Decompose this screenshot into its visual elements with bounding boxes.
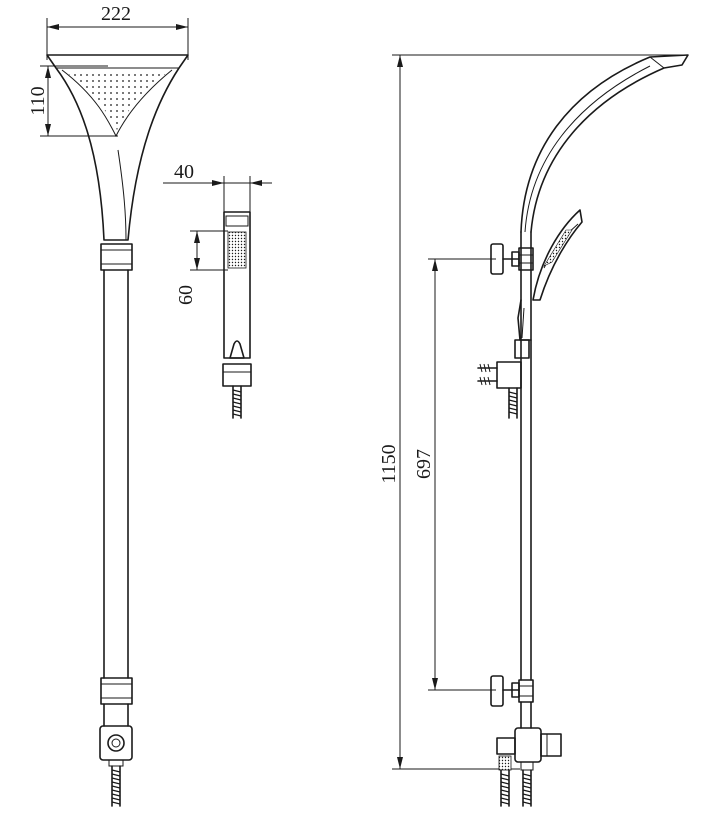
head-depth-label: 110 bbox=[27, 86, 49, 115]
side-hoses bbox=[500, 769, 532, 807]
side-view: 1150 697 bbox=[378, 54, 689, 807]
front-view: 222 110 bbox=[27, 3, 189, 807]
hand-shower-spray-dimension: 60 bbox=[175, 230, 228, 305]
side-valve bbox=[477, 361, 522, 419]
bracket-spacing-dimension: 697 bbox=[413, 258, 496, 691]
bracket-spacing-label: 697 bbox=[413, 449, 435, 479]
head-width-dimension: 222 bbox=[46, 3, 189, 60]
side-rail bbox=[520, 231, 532, 681]
upper-wall-bracket bbox=[490, 243, 534, 275]
hand-shower-holder bbox=[514, 299, 532, 359]
hand-shower-connector bbox=[222, 363, 252, 387]
lower-slide-collar bbox=[100, 677, 133, 705]
diverter-side bbox=[496, 727, 562, 771]
front-rail bbox=[103, 269, 129, 679]
hand-shower-spray-label: 60 bbox=[175, 285, 197, 305]
lower-wall-bracket bbox=[490, 675, 534, 707]
head-depth-dimension: 110 bbox=[27, 65, 118, 137]
hand-shower-width-dimension: 40 bbox=[163, 161, 272, 212]
hand-shower-view: 40 60 bbox=[163, 161, 272, 419]
hand-shower-body bbox=[223, 211, 251, 359]
hand-shower-hose bbox=[232, 385, 242, 419]
rain-shower-head bbox=[46, 54, 189, 241]
overall-height-label: 1150 bbox=[378, 444, 400, 483]
overall-height-dimension: 1150 bbox=[378, 54, 688, 770]
upper-slide-collar bbox=[100, 243, 133, 271]
side-hand-shower bbox=[532, 209, 583, 301]
front-hose bbox=[111, 765, 121, 807]
diverter-front bbox=[99, 725, 133, 767]
curved-shower-arm bbox=[520, 54, 689, 233]
hand-shower-width-label: 40 bbox=[174, 161, 194, 183]
head-width-label: 222 bbox=[101, 3, 131, 25]
